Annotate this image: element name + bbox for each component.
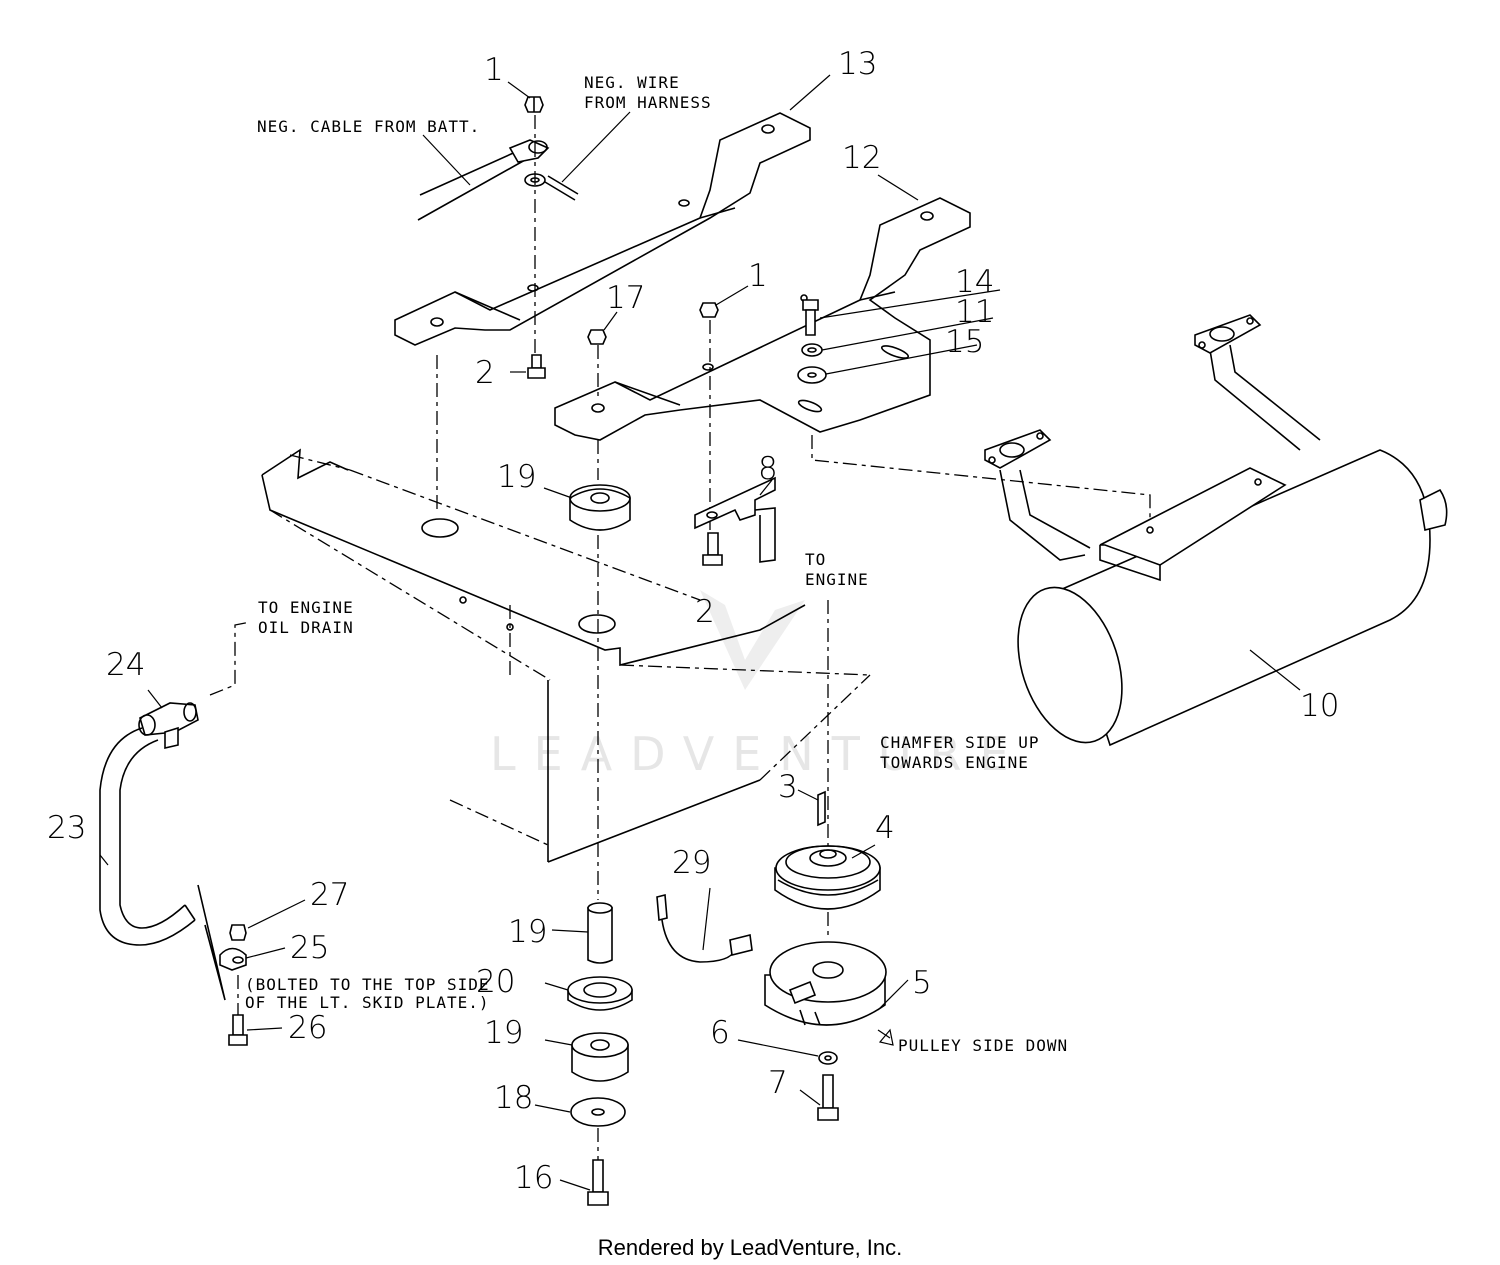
- note-bolted-2: OF THE LT. SKID PLATE.): [245, 993, 490, 1012]
- nut-1-top: [524, 96, 544, 113]
- clamp-25: [219, 947, 247, 971]
- annotations: NEG. CABLE FROM BATT. NEG. WIRE FROM HAR…: [245, 73, 1068, 1055]
- callout-17: 17: [606, 280, 645, 316]
- lockwasher-11: [801, 343, 823, 357]
- oil-drain-hose-23: [99, 727, 196, 946]
- callout-27: 27: [310, 877, 349, 913]
- note-chamfer: CHAMFER SIDE UP: [880, 733, 1040, 752]
- callout-16: 16: [514, 1160, 553, 1196]
- callout-26: 26: [288, 1010, 327, 1046]
- note-chamfer-2: TOWARDS ENGINE: [880, 753, 1029, 772]
- callout-25: 25: [290, 930, 329, 966]
- note-oil-drain: TO ENGINE: [258, 598, 354, 617]
- key-3: [817, 790, 826, 827]
- note-bolted: (BOLTED TO THE TOP SIDE: [245, 975, 490, 994]
- pulley-4: [774, 845, 881, 910]
- watermark-logo: [700, 590, 805, 690]
- nut-17: [587, 329, 607, 345]
- negative-cable: [417, 139, 579, 221]
- callout-11: 11: [955, 294, 994, 330]
- leader-lines: [99, 74, 1301, 1191]
- bolt-16: [587, 1159, 609, 1206]
- callout-4: 4: [875, 810, 895, 846]
- bracket-12: [554, 197, 971, 441]
- callout-1: 1: [748, 258, 768, 294]
- footer-credit: Rendered by LeadVenture, Inc.: [598, 1235, 903, 1260]
- callout-14: 14: [955, 264, 994, 300]
- clutch-5: [764, 941, 887, 1026]
- callout-20: 20: [476, 964, 515, 1000]
- note-oil-drain-2: OIL DRAIN: [258, 618, 354, 637]
- bolt-14: [802, 299, 819, 336]
- spacer-19: [587, 902, 613, 964]
- callout-8: 8: [758, 451, 778, 487]
- bracket-13: [394, 112, 811, 346]
- callout-19: 19: [497, 459, 536, 495]
- callout-numbers: 1 13 12 1 17 14 11 15 2 19 8 2 10 24 23 …: [47, 46, 1339, 1196]
- washer-20: [567, 976, 633, 1011]
- harness-29: [656, 893, 753, 963]
- callout-18: 18: [494, 1080, 533, 1116]
- callout-2: 2: [475, 355, 495, 391]
- callout-19: 19: [484, 1015, 523, 1051]
- washer-18: [570, 1097, 626, 1127]
- callout-23: 23: [47, 810, 86, 846]
- callout-3: 3: [778, 769, 798, 805]
- fitting-24: [138, 702, 199, 750]
- isolator-19-top: [569, 484, 631, 531]
- callout-15: 15: [945, 324, 984, 360]
- note-neg-wire-2: FROM HARNESS: [584, 93, 712, 112]
- callout-13: 13: [838, 46, 877, 82]
- bolt-26: [228, 1014, 248, 1046]
- bolt-2-left: [527, 354, 546, 379]
- callout-12: 12: [842, 140, 881, 176]
- nut-1-right: [699, 302, 719, 318]
- frame-outline: [261, 448, 871, 863]
- isolator-19-bottom: [571, 1032, 629, 1082]
- note-to-engine: TO: [805, 550, 826, 569]
- bracket-8: [694, 476, 776, 563]
- callout-19: 19: [508, 914, 547, 950]
- callout-7: 7: [768, 1065, 788, 1101]
- lockwasher-6: [818, 1051, 838, 1065]
- callout-24: 24: [106, 647, 145, 683]
- note-neg-wire: NEG. WIRE: [584, 73, 680, 92]
- watermark-text: LEADVENTURE: [490, 727, 1027, 781]
- muffler-10: [984, 314, 1448, 747]
- callout-5: 5: [912, 965, 932, 1001]
- callout-29: 29: [672, 845, 711, 881]
- bolt-2-right: [702, 532, 723, 566]
- callout-10: 10: [1300, 688, 1339, 724]
- callout-2: 2: [695, 594, 715, 630]
- note-pulley-side: PULLEY SIDE DOWN: [898, 1036, 1068, 1055]
- callout-6: 6: [710, 1015, 730, 1051]
- bolt-7: [817, 1074, 839, 1121]
- callout-1: 1: [484, 52, 504, 88]
- note-neg-cable: NEG. CABLE FROM BATT.: [257, 117, 480, 136]
- note-to-engine-2: ENGINE: [805, 570, 869, 589]
- washer-15: [797, 366, 827, 384]
- nut-27: [229, 924, 247, 941]
- watermark: LEADVENTURE: [490, 590, 1027, 781]
